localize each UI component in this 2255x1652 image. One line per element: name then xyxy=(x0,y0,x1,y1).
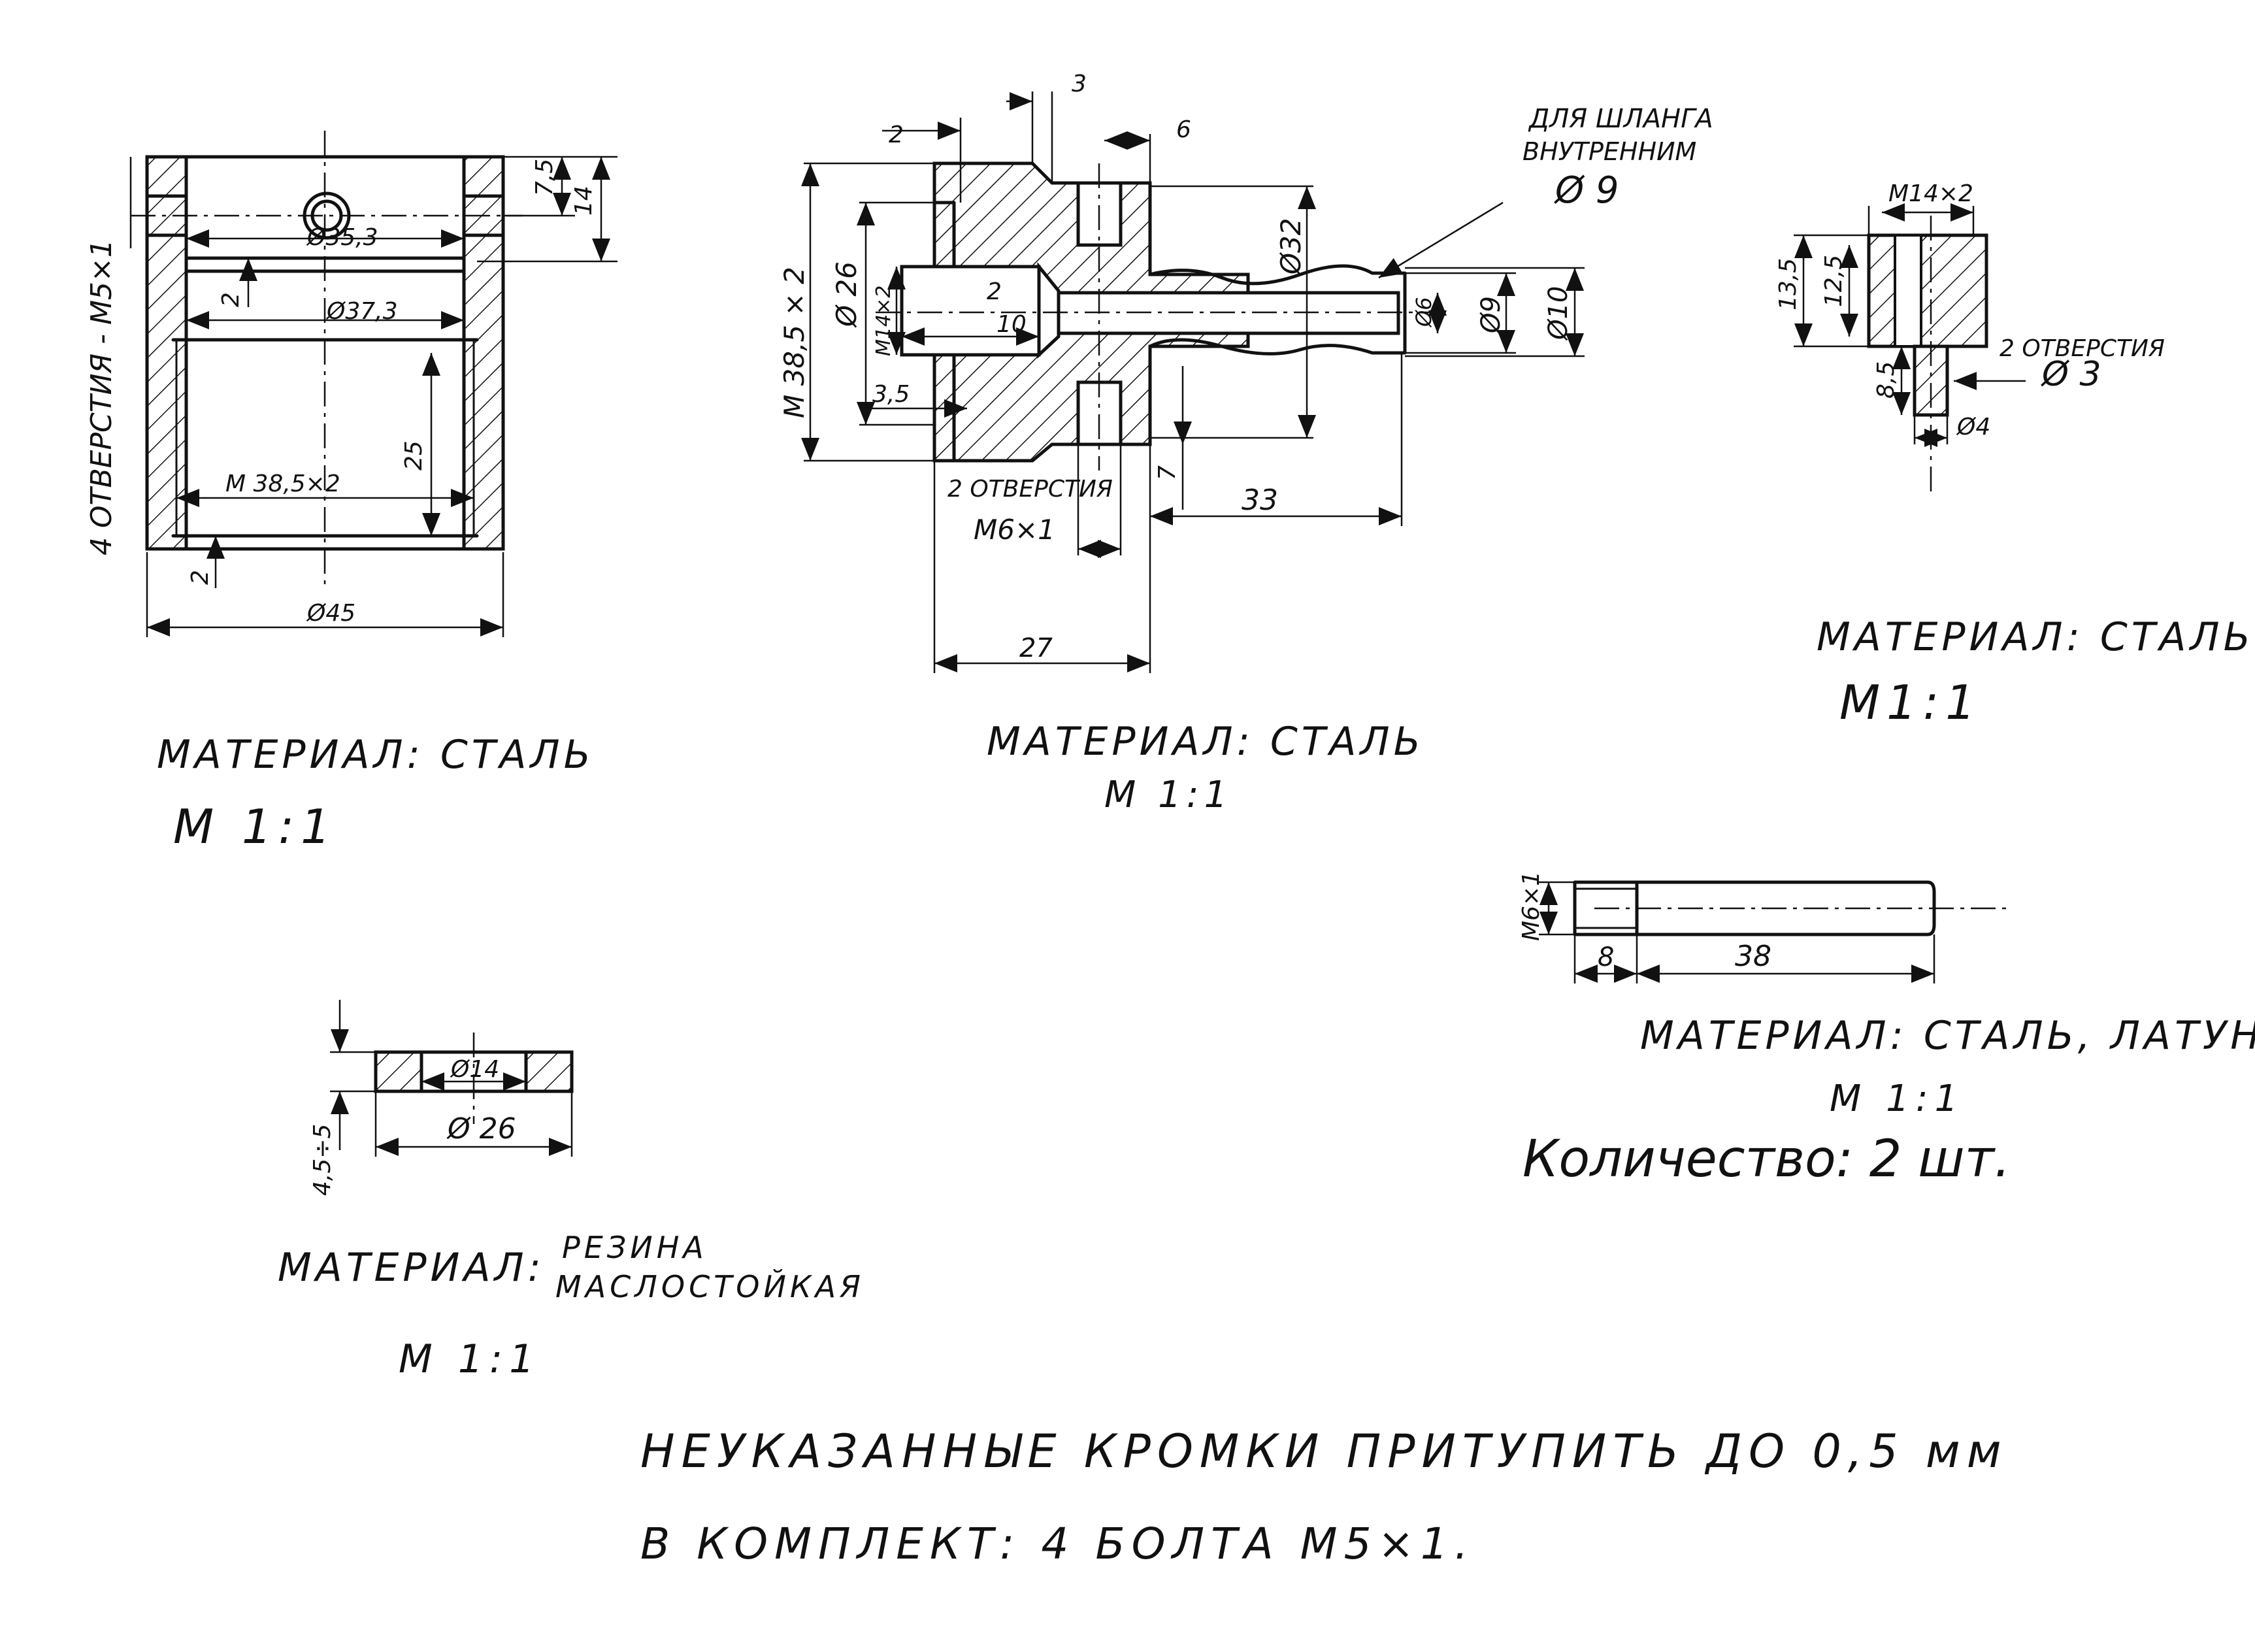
fitting-holes-label: 2 ОТВЕРСТИЯ xyxy=(947,476,1113,503)
fitting-hose-note-2: ВНУТРЕННИМ xyxy=(1523,137,1696,166)
gasket-material-1: РЕЗИНА xyxy=(562,1230,708,1265)
plug-dim-d4: Ø4 xyxy=(1956,414,1990,440)
fitting-dim-d10: Ø10 xyxy=(1543,286,1573,341)
bolt-part-view: M6×1 8 38 МАТЕРИАЛ: СТАЛЬ, ЛАТУНЬ М 1:1 … xyxy=(1518,871,2255,1189)
plug-dim-8-5: 8,5 xyxy=(1873,361,1900,399)
body-dim-thread: M 38,5×2 xyxy=(225,471,340,497)
fitting-dim-27: 27 xyxy=(1019,633,1053,663)
fitting-dim-7: 7 xyxy=(1154,465,1181,480)
fitting-dim-3-5: 3,5 xyxy=(872,381,910,408)
fitting-part-view: 2 3 6 M 38,5 × 2 Ø 26 M14×2 2 10 3,5 Ø32… xyxy=(778,71,1713,816)
fitting-hose-note-3: Ø 9 xyxy=(1554,169,1619,212)
bolt-material: МАТЕРИАЛ: СТАЛЬ, ЛАТУНЬ xyxy=(1640,1013,2255,1059)
plug-material: МАТЕРИАЛ: СТАЛЬ xyxy=(1817,614,2254,660)
body-dim-h3: 25 xyxy=(401,440,427,471)
fitting-dim-3: 3 xyxy=(1072,71,1087,97)
gasket-part-view: Ø14 Ø 26 4,5÷5 МАТЕРИАЛ: РЕЗИНА МАСЛОСТО… xyxy=(278,1000,864,1382)
gasket-dim-outer: Ø 26 xyxy=(446,1112,516,1146)
body-dim-step1: 2 xyxy=(218,292,244,307)
plug-dim-13-5: 13,5 xyxy=(1775,258,1802,310)
footer-notes: НЕУКАЗАННЫЕ КРОМКИ ПРИТУПИТЬ ДО 0,5 мм В… xyxy=(640,1425,2008,1569)
bolt-dim-38: 38 xyxy=(1735,940,1771,973)
body-material: МАТЕРИАЛ: СТАЛЬ xyxy=(157,732,595,778)
bolt-quantity: Количество: 2 шт. xyxy=(1523,1130,2011,1189)
body-dim-bore-mid: Ø37,3 xyxy=(325,298,398,325)
fitting-dim-d6: Ø6 xyxy=(1411,297,1436,328)
body-part-view: Ø35,3 Ø37,3 M 38,5×2 Ø45 7,5 14 25 2 2 4… xyxy=(85,131,617,854)
fitting-dim-6: 6 xyxy=(1176,116,1191,143)
body-dim-bore-top: Ø35,3 xyxy=(306,224,378,251)
plug-dim-thread: M14×2 xyxy=(1888,180,1973,207)
gasket-dim-inner: Ø14 xyxy=(450,1056,499,1083)
plug-dim-12-5: 12,5 xyxy=(1820,255,1847,307)
bolt-dim-thread: M6×1 xyxy=(1518,871,1545,941)
fitting-dim-10: 10 xyxy=(996,311,1027,338)
fitting-dim-m14: M14×2 xyxy=(872,286,895,356)
gasket-material-2: МАСЛОСТОЙКАЯ xyxy=(555,1269,864,1304)
body-dim-h1: 7,5 xyxy=(531,159,558,196)
body-dim-step2: 2 xyxy=(187,570,214,585)
body-dim-h2: 14 xyxy=(570,186,597,216)
plug-holes-label: 2 ОТВЕРСТИЯ xyxy=(2000,335,2165,362)
gasket-material-label: МАТЕРИАЛ: xyxy=(278,1245,545,1291)
fitting-dim-thread: M 38,5 × 2 xyxy=(778,267,810,418)
plug-scale: М1:1 xyxy=(1839,675,1982,730)
fitting-dim-d26: Ø 26 xyxy=(831,261,863,328)
fitting-material: МАТЕРИАЛ: СТАЛЬ xyxy=(987,719,1424,765)
plug-part-view: M14×2 13,5 12,5 8,5 Ø4 2 ОТВЕРСТИЯ Ø 3 М… xyxy=(1775,180,2254,730)
gasket-scale: М 1:1 xyxy=(399,1336,540,1382)
fitting-dim-d32: Ø32 xyxy=(1275,218,1307,276)
body-dim-outer: Ø45 xyxy=(306,600,355,627)
bolt-scale: М 1:1 xyxy=(1830,1078,1964,1120)
fitting-dim-d9: Ø9 xyxy=(1476,296,1506,335)
fitting-dim-2: 2 xyxy=(889,122,904,148)
body-holes-label: 4 ОТВЕРСТИЯ - M5×1 xyxy=(85,239,118,555)
gasket-dim-thick: 4,5÷5 xyxy=(309,1124,336,1196)
fitting-hose-note-1: ДЛЯ ШЛАНГА xyxy=(1528,104,1713,134)
fitting-dim-2b: 2 xyxy=(987,278,1002,305)
plug-holes-d: Ø 3 xyxy=(2041,355,2101,394)
fitting-holes-thread: M6×1 xyxy=(974,514,1055,546)
bolt-dim-8: 8 xyxy=(1598,942,1614,972)
footer-note-kit: В КОМПЛЕКТ: 4 БОЛТА M5×1. xyxy=(640,1519,1475,1569)
footer-note-edges: НЕУКАЗАННЫЕ КРОМКИ ПРИТУПИТЬ ДО 0,5 мм xyxy=(640,1425,2008,1478)
fitting-dim-33: 33 xyxy=(1242,484,1278,517)
fitting-scale: М 1:1 xyxy=(1104,774,1232,816)
body-scale: М 1:1 xyxy=(173,799,337,854)
